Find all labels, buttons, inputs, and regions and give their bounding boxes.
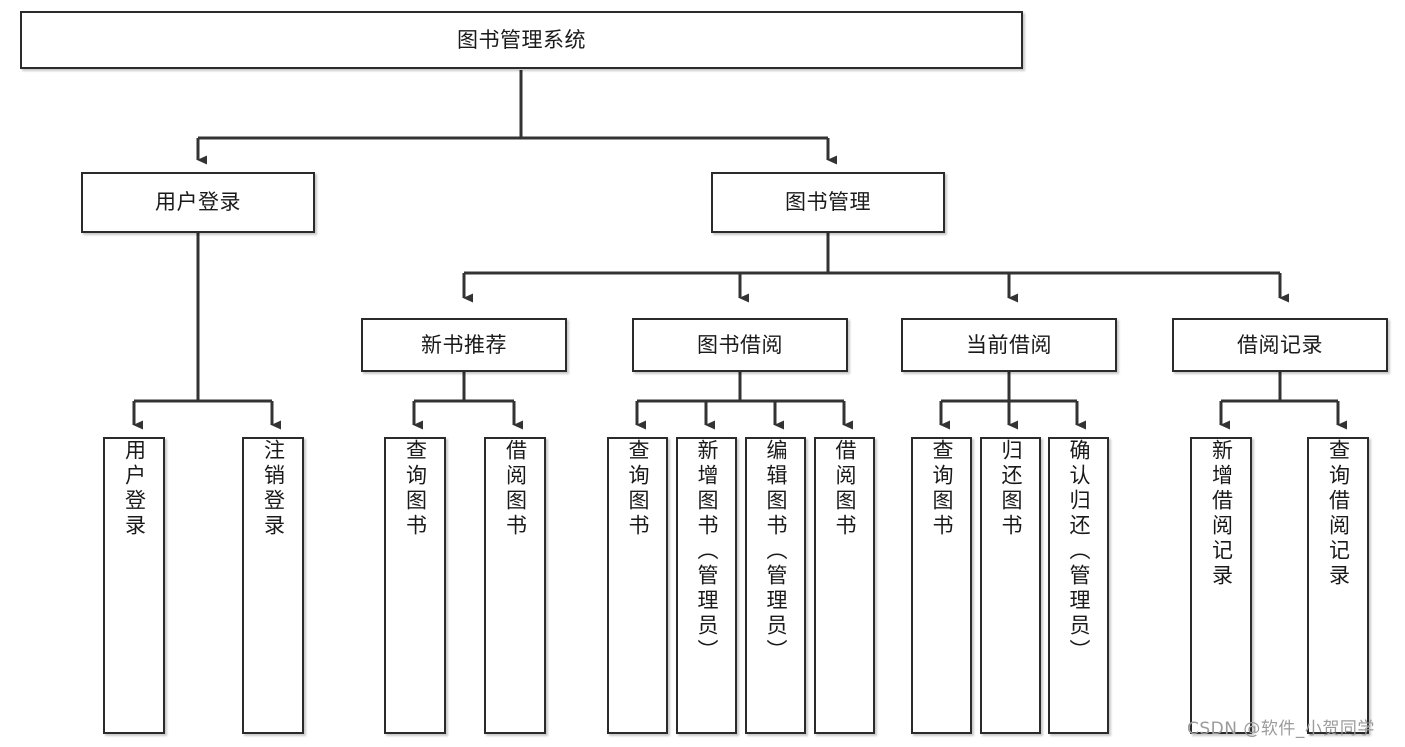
node-label: 注销登录: [261, 439, 286, 539]
node-label: 用户登录: [122, 439, 147, 539]
node-label: 借阅图书: [503, 439, 528, 539]
node-label: 查询图书: [930, 439, 954, 539]
node-label: 借阅记录: [1237, 332, 1323, 357]
node-current-borrow[interactable]: 当前借阅: [901, 318, 1117, 372]
node-label: 当前借阅: [966, 332, 1052, 357]
node-book-management[interactable]: 图书管理: [711, 172, 945, 233]
node-label: 新增借阅记录: [1209, 439, 1234, 589]
node-label: 借阅图书: [833, 439, 857, 539]
leaf-recommend-query-book[interactable]: 查询图书: [384, 437, 446, 734]
node-label: 编辑图书（管理员）: [764, 439, 788, 664]
leaf-current-query-book[interactable]: 查询图书: [911, 437, 972, 734]
leaf-record-add-record[interactable]: 新增借阅记录: [1190, 437, 1252, 734]
node-label: 归还图书: [999, 439, 1023, 539]
node-user-login[interactable]: 用户登录: [81, 172, 315, 233]
node-borrow-record[interactable]: 借阅记录: [1172, 318, 1388, 372]
node-label: 用户登录: [155, 190, 241, 215]
node-label: 图书管理系统: [457, 27, 586, 52]
node-label: 新书推荐: [421, 332, 507, 357]
node-label: 查询借阅记录: [1326, 439, 1351, 589]
node-label: 确认归还（管理员）: [1067, 439, 1091, 664]
node-label: 图书借阅: [697, 332, 783, 357]
node-label: 查询图书: [403, 439, 428, 539]
leaf-current-return-book[interactable]: 归还图书: [980, 437, 1041, 734]
node-label: 图书管理: [785, 190, 871, 215]
node-label: 查询图书: [626, 439, 650, 539]
leaf-recommend-borrow-book[interactable]: 借阅图书: [484, 437, 546, 734]
node-label: 新增图书（管理员）: [695, 439, 719, 664]
leaf-record-query-record[interactable]: 查询借阅记录: [1307, 437, 1369, 734]
node-book-borrow[interactable]: 图书借阅: [632, 318, 848, 372]
leaf-borrow-borrow-book[interactable]: 借阅图书: [814, 437, 875, 734]
node-new-book-recommend[interactable]: 新书推荐: [361, 318, 567, 372]
leaf-borrow-edit-book-admin[interactable]: 编辑图书（管理员）: [745, 437, 806, 734]
leaf-current-confirm-return-admin[interactable]: 确认归还（管理员）: [1048, 437, 1109, 734]
leaf-borrow-query-book[interactable]: 查询图书: [607, 437, 668, 734]
csdn-watermark: CSDN @软件_小贺同学: [1187, 719, 1375, 739]
node-root-system[interactable]: 图书管理系统: [20, 11, 1023, 69]
leaf-user-login-logout[interactable]: 注销登录: [242, 437, 304, 734]
leaf-user-login-login[interactable]: 用户登录: [103, 437, 165, 734]
leaf-borrow-add-book-admin[interactable]: 新增图书（管理员）: [676, 437, 737, 734]
